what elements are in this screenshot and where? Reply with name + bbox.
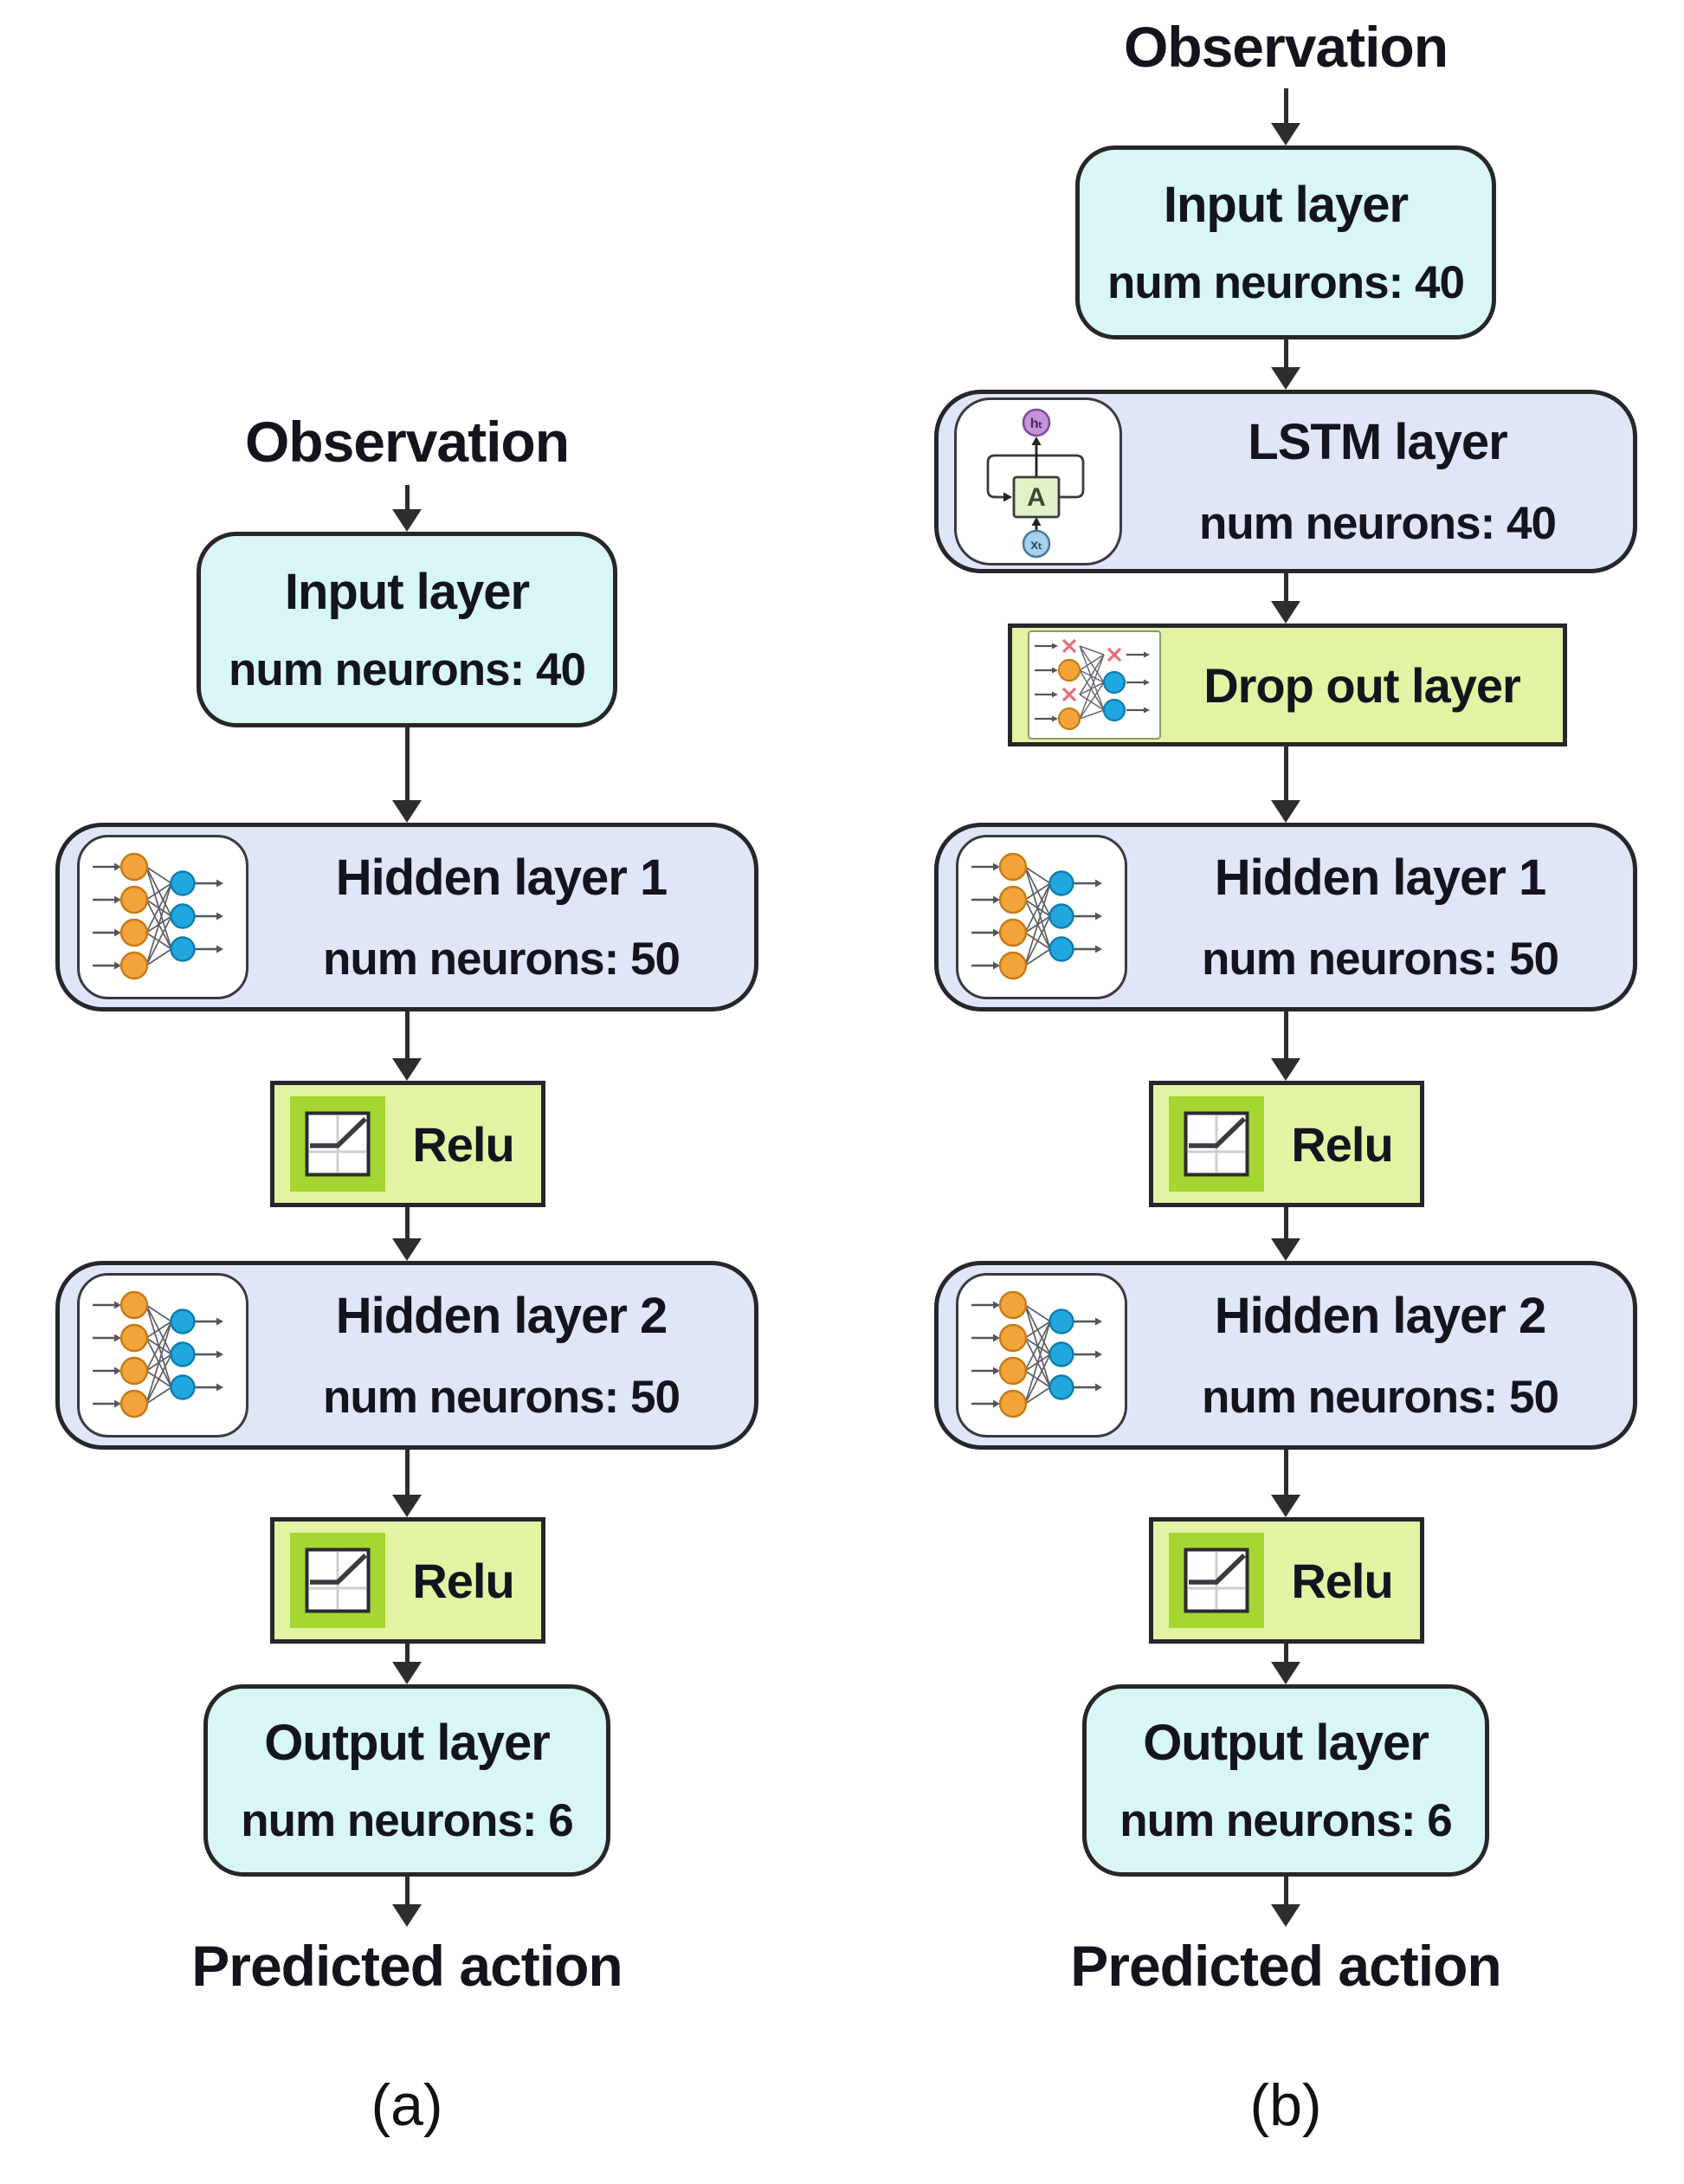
neural-network-icon [956,835,1127,999]
observation-label: Observation [244,410,570,474]
input-layer-box: Input layer num neurons: 40 [1075,145,1496,339]
box-title: Input layer [1163,177,1409,233]
relu-icon [1169,1096,1264,1192]
box-title: Hidden layer 1 [1214,850,1546,906]
relu-label: Relu [1291,1116,1393,1172]
neural-network-icon [956,1273,1127,1438]
box-subtitle: num neurons: 40 [1107,257,1465,308]
dropout-layer-box: Drop out layer [1008,624,1567,746]
flow-arrow [391,485,423,532]
output-layer-box: Output layer num neurons: 6 [203,1684,610,1877]
flow-arrow [1270,1011,1301,1081]
box-subtitle: num neurons: 40 [228,644,586,695]
lstm-icon [954,397,1122,565]
relu-box: Relu [270,1517,545,1644]
predicted-action-label: Predicted action [1070,1934,1501,1998]
neural-network-icon [77,1273,248,1438]
relu-icon [290,1096,385,1192]
box-subtitle: num neurons: 50 [1201,934,1559,985]
observation-label: Observation [1123,15,1448,79]
box-subtitle: num neurons: 50 [322,1372,681,1423]
relu-box: Relu [270,1081,545,1207]
flow-arrow [1270,746,1301,823]
box-title: LSTM layer [1248,414,1507,470]
dropout-label: Drop out layer [1203,657,1521,713]
input-layer-box: Input layer num neurons: 40 [197,532,617,727]
flow-arrow [391,1644,423,1684]
relu-box: Relu [1149,1517,1424,1644]
box-title: Output layer [1143,1715,1429,1771]
output-layer-box: Output layer num neurons: 6 [1082,1684,1489,1877]
box-subtitle: num neurons: 6 [1119,1795,1453,1846]
box-title: Hidden layer 2 [1214,1288,1546,1344]
caption-b: (b) [1249,2072,1322,2138]
flow-arrow [1270,1877,1301,1927]
box-title: Hidden layer 1 [335,850,668,906]
flow-arrow [1270,339,1301,390]
hidden-layer-2-box: Hidden layer 2 num neurons: 50 [934,1261,1637,1450]
lstm-layer-box: LSTM layer num neurons: 40 [934,390,1637,573]
predicted-action-label: Predicted action [191,1934,623,1998]
neural-network-icon [77,835,248,999]
hidden-layer-1-box: Hidden layer 1 num neurons: 50 [55,823,758,1011]
flow-arrow [1270,1644,1301,1684]
box-subtitle: num neurons: 6 [241,1795,574,1846]
flow-arrow [1270,1207,1301,1261]
relu-icon [290,1533,385,1628]
relu-icon [1169,1533,1264,1628]
caption-a: (a) [371,2072,443,2138]
flow-arrow [391,1011,423,1081]
hidden-layer-1-box: Hidden layer 1 num neurons: 50 [934,823,1637,1011]
relu-box: Relu [1149,1081,1424,1207]
box-title: Input layer [284,564,530,620]
flow-arrow [391,727,423,823]
flow-arrow [1270,88,1301,145]
box-title: Output layer [264,1715,551,1771]
relu-label: Relu [1291,1553,1393,1608]
box-title: Hidden layer 2 [335,1288,668,1344]
flow-arrow [391,1877,423,1927]
dropout-icon [1028,630,1161,740]
box-subtitle: num neurons: 40 [1198,498,1557,549]
relu-label: Relu [412,1553,514,1608]
hidden-layer-2-box: Hidden layer 2 num neurons: 50 [55,1261,758,1450]
box-subtitle: num neurons: 50 [1201,1372,1559,1423]
flow-arrow [1270,573,1301,624]
box-subtitle: num neurons: 50 [322,934,681,985]
relu-label: Relu [412,1116,514,1172]
flow-arrow [391,1450,423,1517]
flow-arrow [391,1207,423,1261]
flow-arrow [1270,1450,1301,1517]
